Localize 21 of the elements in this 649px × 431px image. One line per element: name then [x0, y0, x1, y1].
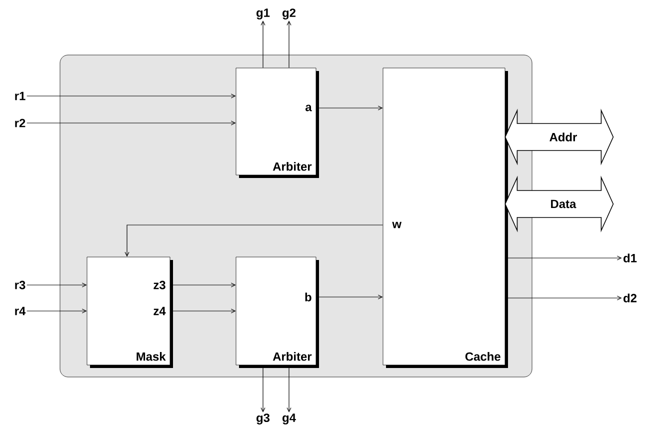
signal-label: r3 [15, 280, 26, 290]
arrow [260, 20, 266, 68]
bus-arrow [504, 108, 614, 166]
arrow [26, 308, 87, 314]
signal-label: d1 [624, 254, 637, 262]
signal-label: r4 [15, 306, 26, 316]
bus-arrow [504, 176, 614, 232]
edge-label: Data [551, 200, 576, 208]
edge-label: Addr [550, 132, 577, 142]
signal-label: d2 [624, 294, 636, 302]
signal-label: g2 [282, 8, 296, 20]
signal-label: g4 [282, 414, 296, 424]
arrow [26, 120, 236, 126]
signal-label: g1 [256, 8, 270, 20]
arrow [286, 20, 292, 68]
arrow [26, 282, 87, 288]
arrow [26, 94, 236, 98]
arrow [124, 224, 384, 257]
signal-label: g3 [256, 414, 270, 424]
signal-label: r2 [15, 118, 26, 128]
signal-label: r1 [15, 92, 26, 100]
